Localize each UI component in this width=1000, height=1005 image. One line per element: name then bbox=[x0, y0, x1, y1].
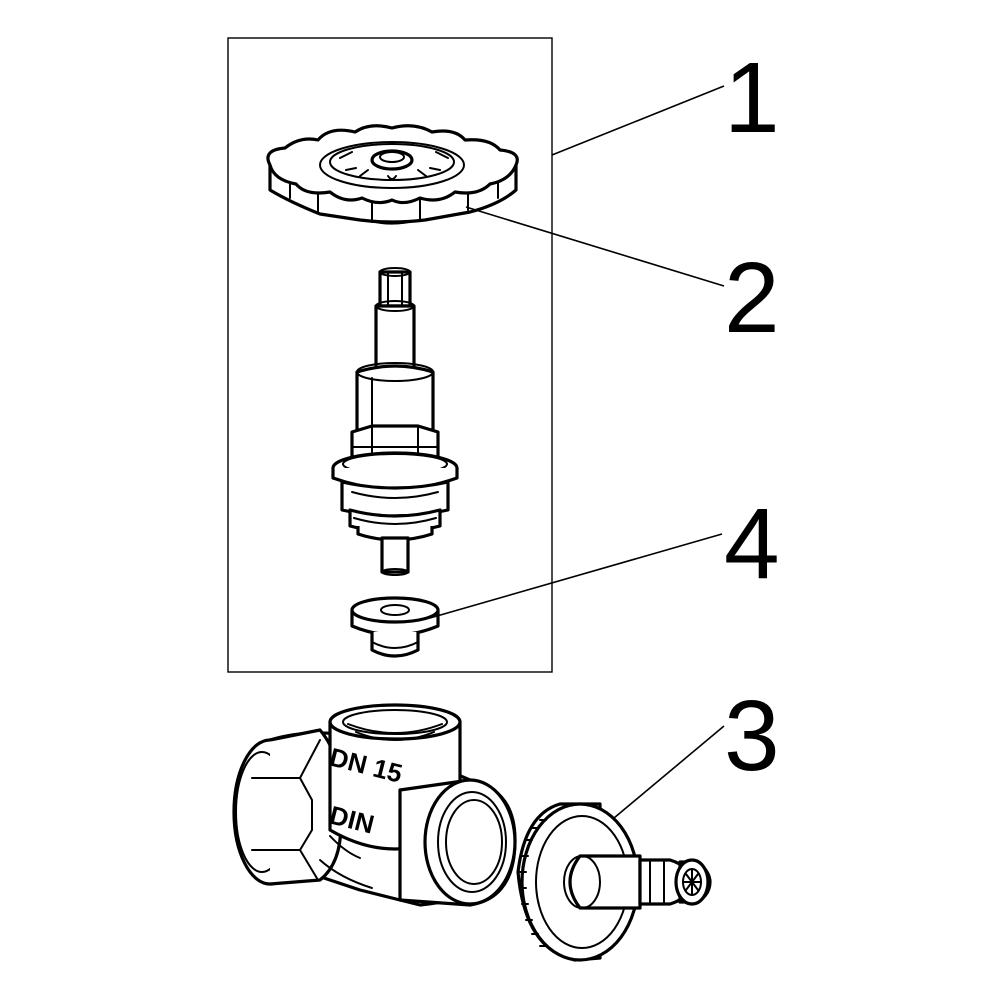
valve-headpart bbox=[331, 267, 459, 576]
leader-line-2 bbox=[465, 206, 725, 287]
callout-4: 4 bbox=[724, 488, 780, 600]
leader-line-1 bbox=[551, 85, 725, 156]
leader-line-3 bbox=[613, 725, 725, 819]
callout-1: 1 bbox=[724, 42, 780, 154]
valve-body: DN 15 DIN bbox=[232, 703, 517, 907]
assembly-group-box bbox=[227, 37, 553, 673]
callout-2: 2 bbox=[724, 242, 780, 354]
hose-connector bbox=[516, 802, 712, 962]
callout-3: 3 bbox=[724, 680, 780, 792]
handwheel bbox=[266, 124, 519, 225]
washer bbox=[350, 596, 440, 658]
leader-line-4 bbox=[429, 533, 723, 619]
